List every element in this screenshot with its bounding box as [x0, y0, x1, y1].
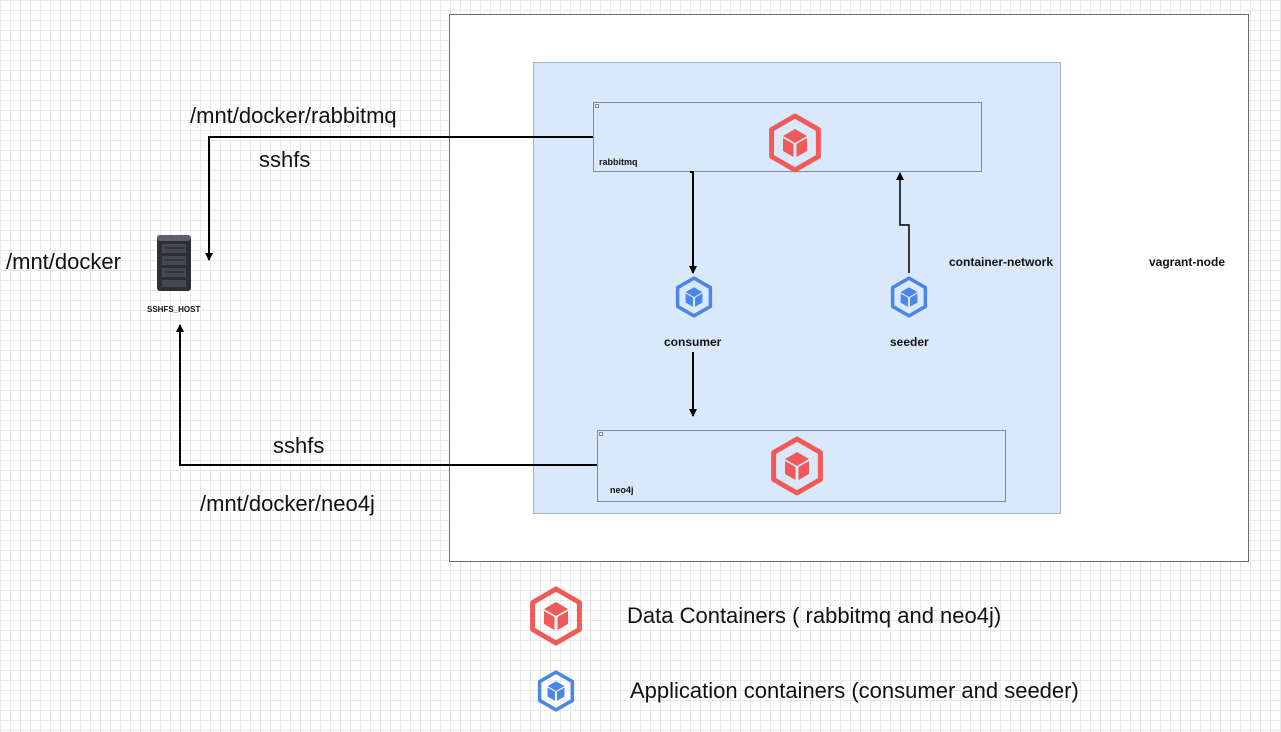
sshfs-host-label: SSHFS_HOST: [147, 305, 201, 314]
rabbitmq-to-consumer-arrow: [689, 171, 697, 274]
container-network-label: container-network: [949, 255, 1054, 269]
sshfs-top-label: sshfs: [259, 147, 311, 172]
seeder-container-icon: [890, 276, 928, 318]
legend-app-container-icon: [537, 670, 575, 712]
collapse-handle-icon[interactable]: [599, 432, 603, 436]
mnt-docker-label: /mnt/docker: [6, 249, 121, 274]
mnt-neo4j-label: /mnt/docker/neo4j: [200, 491, 375, 516]
vagrant-node-label: vagrant-node: [1149, 255, 1226, 269]
mnt-rabbitmq-label: /mnt/docker/rabbitmq: [190, 103, 397, 128]
sshfs-rabbitmq-connector: [205, 136, 593, 261]
rabbitmq-container-icon: [765, 113, 825, 173]
rabbitmq-label: rabbitmq: [599, 157, 638, 167]
sshfs-neo4j-connector: [176, 324, 597, 466]
seeder-to-rabbitmq-arrow: [896, 172, 910, 273]
legend-data-containers: Data Containers ( rabbitmq and neo4j): [627, 603, 1002, 628]
legend-data-container-icon: [526, 586, 586, 646]
legend-app-containers: Application containers (consumer and see…: [630, 678, 1079, 703]
neo4j-label: neo4j: [610, 485, 634, 495]
server-icon: [157, 235, 191, 291]
consumer-label: consumer: [664, 335, 722, 349]
consumer-container-icon: [675, 276, 713, 318]
neo4j-container-icon: [767, 436, 827, 496]
seeder-label: seeder: [890, 335, 929, 349]
collapse-handle-icon[interactable]: [595, 104, 599, 108]
sshfs-bottom-label: sshfs: [273, 433, 325, 458]
